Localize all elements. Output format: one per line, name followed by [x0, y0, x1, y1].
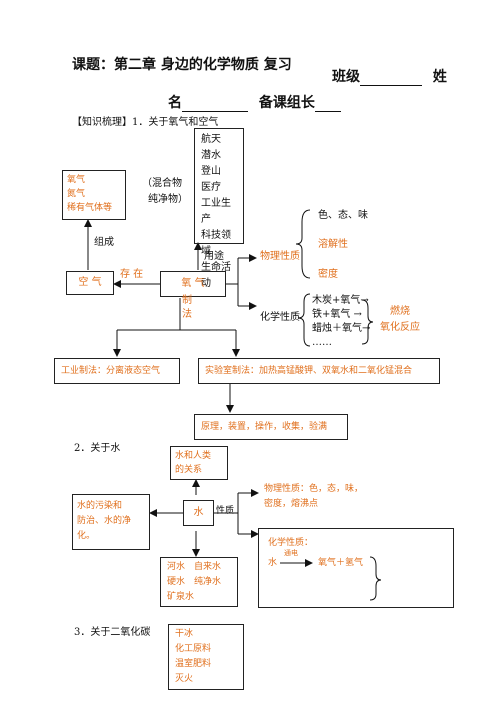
water-text: 水 — [193, 507, 204, 518]
reaction-type: 氧化反应 — [380, 322, 420, 333]
section3-heading: 3．关于二氧化碳 — [74, 627, 151, 638]
use-item: 科技领域 — [201, 230, 231, 257]
water-relation-box: 水和人类 的关系 — [170, 446, 228, 480]
class-blank — [360, 71, 422, 86]
water-pollution-box: 水的污染和 防治、水的净 化。 — [72, 494, 150, 550]
electrolysis-rhs: 氧气＋氢气 — [318, 558, 364, 568]
oxygen-text: 氧 气 — [181, 278, 205, 289]
use-item: 航天 — [201, 134, 221, 145]
use-item: 潜水 — [201, 150, 221, 161]
exist-label: 存 在 — [120, 269, 144, 280]
co2-use: 化工原料 — [175, 644, 212, 654]
section1-heading: 【知识梳理】1．关于氧气和空气 — [72, 117, 219, 128]
use-item: 工业生产 — [201, 198, 231, 225]
industrial-prep-text: 工业制法：分离液态空气 — [61, 366, 161, 376]
lab-prep-text: 实验室制法：加热高锰酸钾、双氧水和二氧化锰混合 — [205, 366, 413, 376]
name-field-label: 名 备课组长 — [168, 92, 341, 112]
reaction-item: …… — [312, 337, 332, 348]
relation-line: 的关系 — [175, 465, 203, 475]
co2-uses-box: 干冰 化工原料 温室肥料 灭火 — [168, 624, 244, 690]
reaction-type: 燃烧 — [390, 306, 410, 317]
component-item: 氮气 — [67, 189, 86, 199]
air-text: 空 气 — [78, 277, 102, 288]
name-prefix: 姓 — [432, 69, 447, 85]
prep-char: 制 — [182, 295, 192, 306]
water-box: 水 — [183, 500, 214, 526]
class-label: 班级 — [332, 69, 360, 85]
co2-use: 温室肥料 — [175, 659, 212, 669]
mixture-line: 纯净物） — [148, 194, 188, 205]
lab-steps-box: 原理，装置，操作，收集，验满 — [194, 414, 348, 440]
water-chemical-box — [258, 528, 454, 608]
lab-prep-box: 实验室制法：加热高锰酸钾、双氧水和二氧化锰混合 — [198, 358, 440, 384]
physical-prop: 色、态、味 — [318, 210, 368, 221]
relation-line: 水和人类 — [175, 451, 212, 461]
water-physical-line: 物理性质：色，态，味， — [264, 484, 364, 494]
pollution-line: 水的污染和 — [77, 501, 123, 511]
lab-steps-text: 原理，装置，操作，收集，验满 — [201, 422, 328, 432]
air-components-box: 氧气 氮气 稀有气体等 — [62, 170, 126, 220]
physical-prop: 密度 — [318, 269, 338, 280]
mixture-line: （混合物 — [142, 178, 182, 189]
name-label: 名 — [168, 95, 182, 111]
use-label: 用途 — [204, 251, 224, 262]
composition-label: 组成 — [94, 237, 114, 248]
reactions-list: 木炭+氧气→ 铁+氧气 → 蜡烛＋氧气→ …… — [312, 294, 370, 350]
component-item: 稀有气体等 — [67, 203, 113, 213]
pollution-line: 化。 — [77, 531, 96, 541]
reaction-item: 蜡烛＋氧气→ — [312, 323, 371, 334]
air-box: 空 气 — [66, 271, 114, 295]
industrial-prep-box: 工业制法：分离液态空气 — [54, 358, 180, 384]
name-blank — [182, 97, 248, 112]
oxygen-box: 氧 气 — [160, 271, 226, 297]
water-type-line: 硬水 纯净水 — [167, 577, 222, 587]
pollution-line: 防治、水的净 — [77, 516, 132, 526]
electrolysis-lhs: 水 — [268, 558, 278, 568]
reaction-types: 燃烧 氧化反应 — [380, 304, 420, 336]
leader-label: 备课组长 — [258, 95, 315, 111]
prep-char: 法 — [182, 309, 192, 320]
water-props-label: 性质 — [216, 506, 235, 516]
water-types-box: 河水 自来水 硬水 纯净水 矿泉水 — [160, 557, 238, 607]
lesson-title: 课题：第二章 身边的化学物质 复习 — [72, 57, 292, 73]
physical-prop: 溶解性 — [318, 239, 348, 250]
physical-props-label: 物理性质 — [260, 251, 300, 262]
water-physical-line: 密度，熔沸点 — [264, 499, 319, 509]
water-type-line: 矿泉水 — [167, 592, 195, 602]
electrolysis-condition: 通电 — [284, 549, 298, 557]
chemical-props-label: 化学性质 — [260, 312, 300, 323]
leader-blank — [314, 97, 341, 112]
mixture-note: （混合物 纯净物） — [142, 176, 188, 208]
section2-heading: 2．关于水 — [74, 443, 121, 454]
water-physical-props: 物理性质：色，态，味， 密度，熔沸点 — [264, 482, 363, 512]
reaction-item: 铁+氧气 → — [312, 309, 362, 320]
use-item: 登山 — [201, 166, 221, 177]
co2-use: 干冰 — [175, 629, 194, 639]
water-type-line: 河水 自来水 — [167, 562, 222, 572]
class-field-label: 班级 姓 — [332, 66, 447, 86]
co2-use: 灭火 — [175, 674, 194, 684]
oxygen-uses-box: 航天 潜水 登山 医疗 工业生产 科技领域 生命活动 — [194, 128, 244, 289]
use-item: 生命活动 — [201, 262, 231, 289]
water-chemical-label: 化学性质： — [268, 538, 314, 548]
component-item: 氧气 — [67, 175, 86, 185]
prep-label: 制 法 — [182, 294, 192, 322]
use-item: 医疗 — [201, 182, 221, 193]
reaction-item: 木炭+氧气→ — [312, 295, 369, 306]
